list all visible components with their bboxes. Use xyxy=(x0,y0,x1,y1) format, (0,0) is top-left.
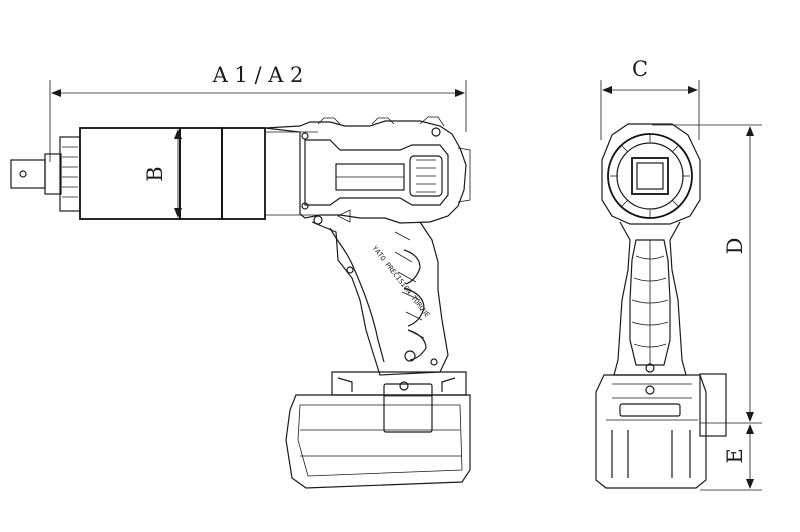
dimension-a: A 1 / A 2 xyxy=(49,63,467,162)
dimension-e: E xyxy=(700,424,762,491)
dimension-b: B xyxy=(143,129,182,218)
dimension-e-label: E xyxy=(723,448,747,463)
handle: YATO PRECISION TORQUE xyxy=(311,221,449,376)
front-head xyxy=(601,123,701,225)
dimension-a-label: A 1 / A 2 xyxy=(212,63,304,87)
battery-pack xyxy=(285,371,471,489)
side-view: A 1 / A 2 B xyxy=(10,63,471,489)
motor-body xyxy=(264,116,471,225)
gear-head xyxy=(59,127,318,220)
dimension-d: D xyxy=(652,124,762,424)
dimension-b-label: B xyxy=(143,166,167,181)
front-handle xyxy=(613,221,687,376)
dimension-d-label: D xyxy=(723,238,747,255)
front-battery xyxy=(595,373,727,489)
front-view: C D E xyxy=(595,57,762,491)
dimension-c-label: C xyxy=(632,57,648,81)
dimension-c: C xyxy=(600,57,700,140)
square-drive xyxy=(10,153,62,195)
